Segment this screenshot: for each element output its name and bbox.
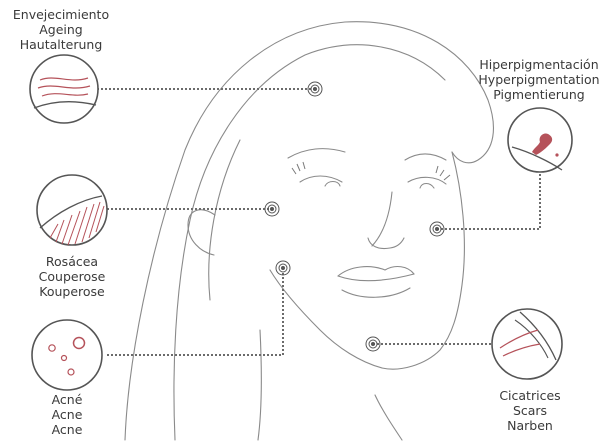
hyperpigmentation-icon (508, 108, 572, 172)
label-ageing-es: Envejecimiento (0, 7, 122, 22)
rosacea-icon (37, 175, 107, 245)
label-acne-de: Acne (22, 422, 112, 437)
label-scars-en: Scars (480, 403, 580, 418)
label-rosacea: Rosácea Couperose Kouperose (22, 254, 122, 299)
label-hyperpigmentation-es: Hiperpigmentación (470, 57, 608, 72)
label-rosacea-de: Kouperose (22, 284, 122, 299)
ageing-icon (30, 55, 98, 123)
label-scars: Cicatrices Scars Narben (480, 388, 580, 433)
connector-hyperpigmentation (437, 172, 540, 229)
target-markers (265, 82, 444, 351)
label-hyperpigmentation-de: Pigmentierung (470, 87, 608, 102)
label-hyperpigmentation-en: Hyperpigmentation (470, 72, 608, 87)
label-acne: Acné Acne Acne (22, 392, 112, 437)
acne-icon (32, 320, 102, 390)
label-ageing-de: Hautalterung (0, 37, 122, 52)
label-hyperpigmentation: Hiperpigmentación Hyperpigmentation Pigm… (470, 57, 608, 102)
scars-icon (492, 309, 562, 379)
label-ageing: Envejecimiento Ageing Hautalterung (0, 7, 122, 52)
label-rosacea-es: Rosácea (22, 254, 122, 269)
label-acne-es: Acné (22, 392, 112, 407)
label-rosacea-en: Couperose (22, 269, 122, 284)
label-ageing-en: Ageing (0, 22, 122, 37)
connector-acne (107, 272, 283, 355)
label-scars-es: Cicatrices (480, 388, 580, 403)
marker-acne (276, 261, 290, 275)
label-acne-en: Acne (22, 407, 112, 422)
connector-lines (97, 89, 540, 355)
label-scars-de: Narben (480, 418, 580, 433)
